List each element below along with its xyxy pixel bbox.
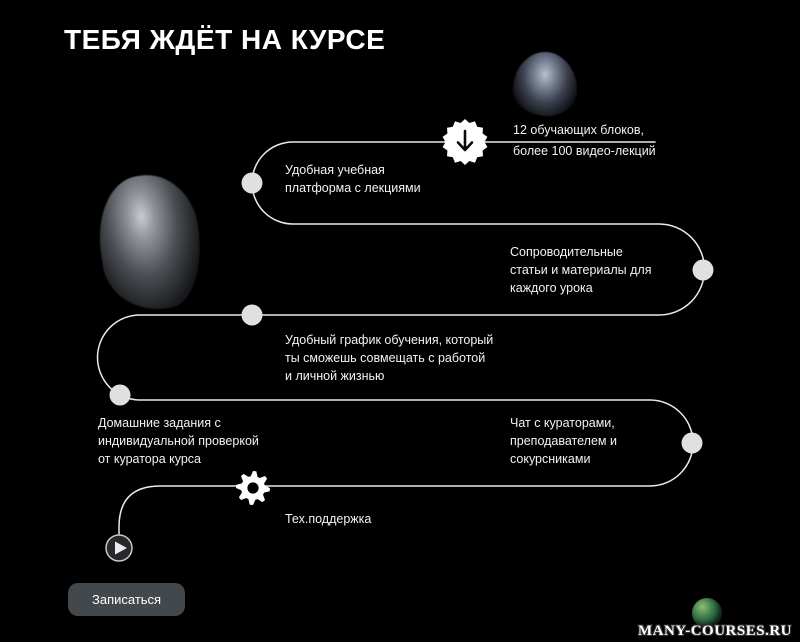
flow-node-schedule [241, 304, 263, 326]
play-button[interactable] [105, 534, 133, 562]
gear-icon [236, 471, 270, 505]
step-label-schedule: Удобный график обучения, который ты смож… [285, 333, 494, 384]
globe-icon [692, 598, 722, 628]
seal-download-badge-icon [442, 119, 488, 165]
step-label-homework: Домашние задания с индивидуальной провер… [98, 416, 259, 467]
flow-node-platform [241, 172, 263, 194]
step-label-chat: Чат с кураторами, преподавателем и сокур… [510, 416, 617, 467]
step-label-support: Тех.поддержка [285, 512, 372, 526]
flow-node-chat [681, 432, 703, 454]
flow-node-materials [692, 259, 714, 281]
flow-node-homework [109, 384, 131, 406]
step-label-platform: Удобная учебная платформа с лекциями [285, 163, 421, 196]
page-title: ТЕБЯ ЖДЁТ НА КУРСЕ [64, 24, 386, 55]
flow-path [96, 141, 706, 535]
jellyfish-image [513, 52, 577, 116]
download-arrow-icon [456, 129, 474, 152]
step-label-blocks: 12 обучающих блоков, более 100 видео-лек… [513, 123, 656, 159]
step-label-materials: Сопроводительные статьи и материалы для … [510, 245, 652, 296]
play-icon [115, 541, 127, 555]
enroll-button[interactable]: Записаться [68, 583, 186, 616]
site-watermark: MANY-COURSES.RU [637, 623, 792, 639]
